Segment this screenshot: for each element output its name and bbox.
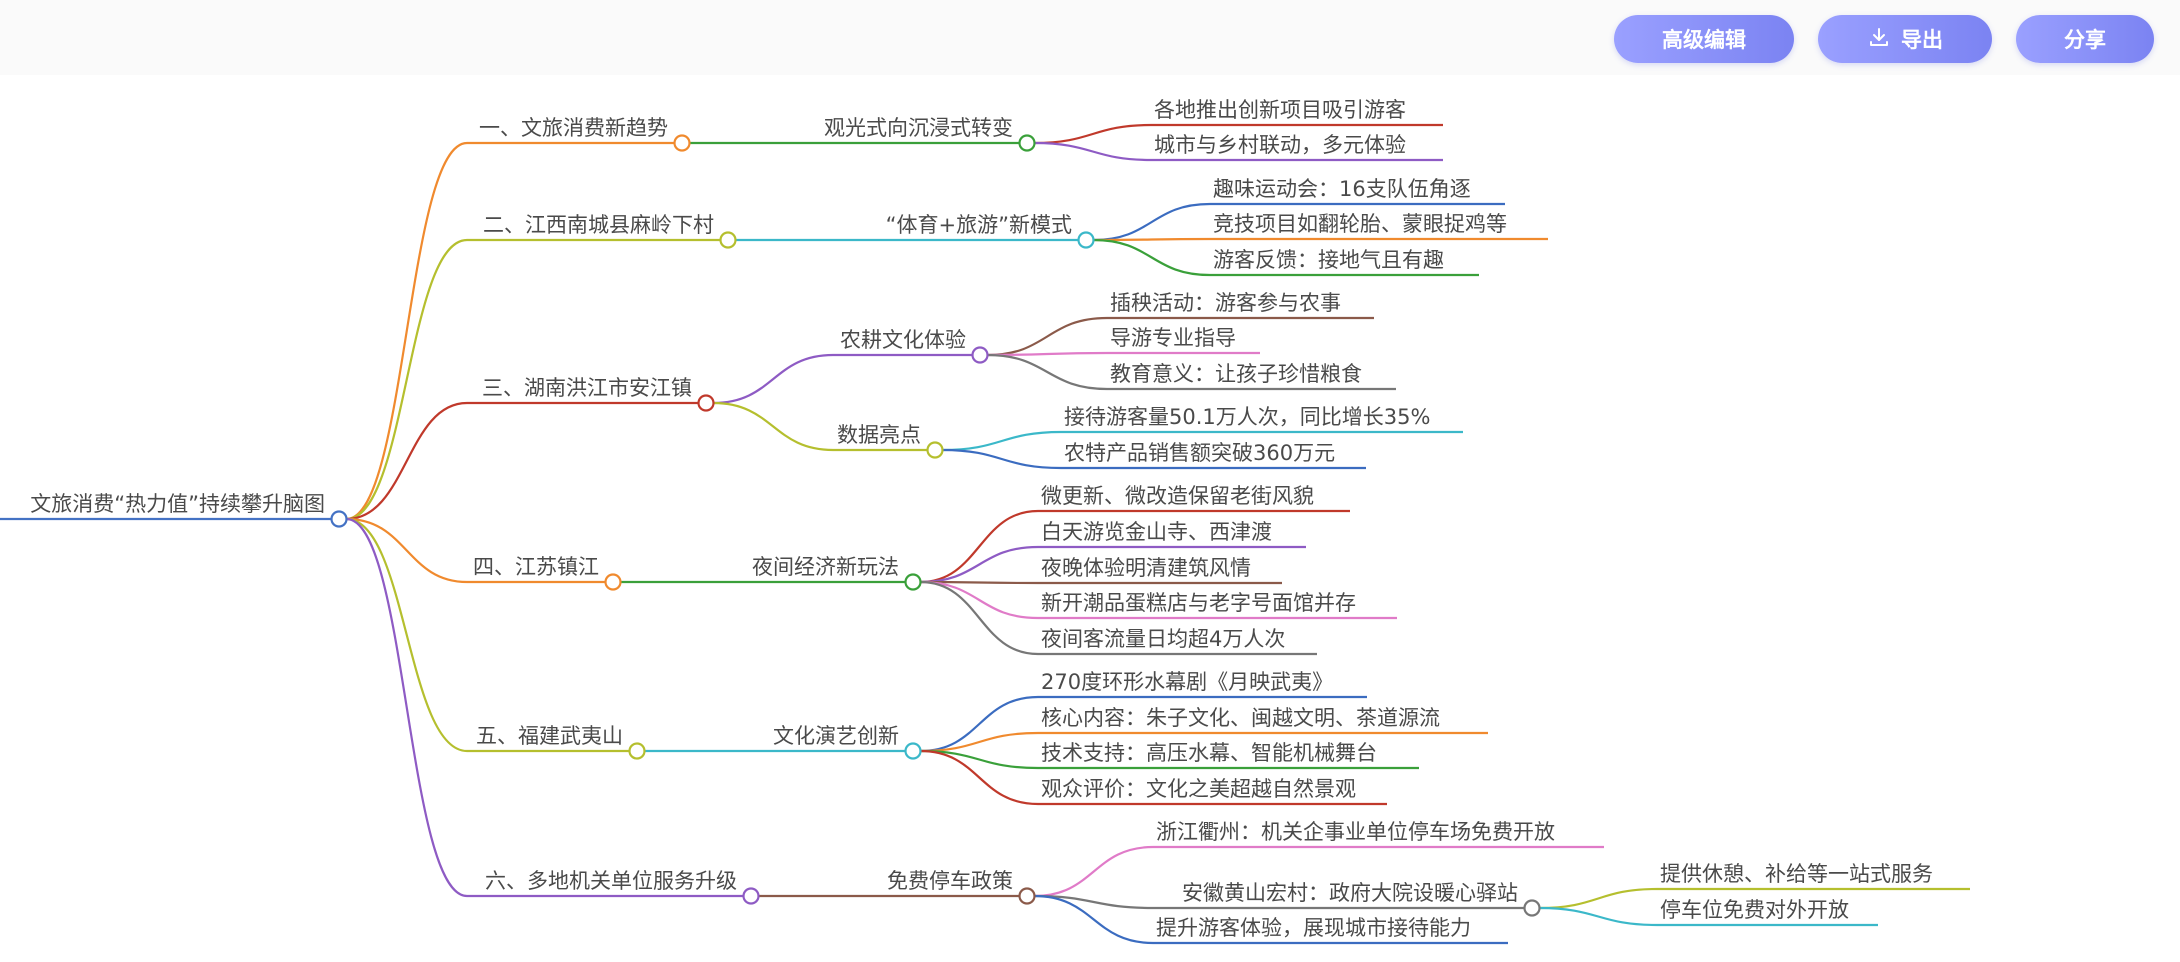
branch-link	[942, 448, 1062, 470]
branch-node-handle[interactable]	[673, 134, 691, 152]
branch-link	[346, 238, 468, 521]
export-button[interactable]: 导出	[1818, 15, 1992, 63]
leaf-node-label: 游客反馈：接地气且有趣	[1213, 248, 1444, 272]
branch-link	[920, 545, 1039, 584]
branch-link	[1034, 845, 1154, 898]
branch-node-label: 文化演艺创新	[773, 724, 899, 748]
branch-node-label: 一、文旅消费新趋势	[479, 116, 668, 140]
branch-node-label: 三、湖南洪江市安江镇	[482, 376, 692, 400]
branch-link	[1034, 894, 1154, 910]
branch-link	[713, 401, 834, 452]
branch-link	[920, 580, 1039, 656]
branch-link	[1539, 887, 1658, 910]
download-icon	[1867, 25, 1891, 54]
branch-node-label: 二、江西南城县麻岭下村	[483, 213, 714, 237]
branch-link	[1034, 123, 1152, 145]
toolbar	[0, 0, 2180, 75]
branch-link	[987, 353, 1108, 391]
branch-link	[987, 351, 1108, 357]
branch-node-label: 安徽黄山宏村：政府大院设暖心驿站	[1182, 881, 1518, 905]
leaf-node-label: 导游专业指导	[1110, 326, 1236, 350]
branch-node-label: 观光式向沉浸式转变	[824, 116, 1013, 140]
branch-node-handle[interactable]	[1077, 231, 1095, 249]
branch-link	[1034, 141, 1152, 162]
leaf-node-label: 微更新、微改造保留老街风貌	[1041, 484, 1314, 508]
leaf-node-label: 趣味运动会：16支队伍角逐	[1213, 177, 1471, 201]
branch-node-handle[interactable]	[604, 573, 622, 591]
branch-node-handle[interactable]	[628, 742, 646, 760]
leaf-node-label: 夜晚体验明清建筑风情	[1041, 556, 1251, 580]
branch-node-handle[interactable]	[971, 346, 989, 364]
leaf-node-label: 新开潮品蛋糕店与老字号面馆并存	[1041, 591, 1356, 615]
branch-link	[920, 749, 1039, 770]
export-label: 导出	[1901, 28, 1943, 52]
mindmap-nodes: 文旅消费“热力值”持续攀升脑图 一、文旅消费新趋势 观光式向沉浸式转变 各地推出创新项…	[30, 98, 1933, 940]
share-button[interactable]: 分享	[2016, 15, 2154, 63]
leaf-node-label: 技术支持：高压水幕、智能机械舞台	[1041, 741, 1377, 765]
branch-node-label: 夜间经济新玩法	[752, 555, 899, 579]
leaf-node-label: 夜间客流量日均超4万人次	[1041, 627, 1285, 651]
leaf-node-label: 教育意义：让孩子珍惜粮食	[1110, 362, 1362, 386]
branch-node-label: 四、江苏镇江	[473, 555, 599, 579]
branch-link	[1539, 906, 1658, 927]
branch-node-label: 数据亮点	[837, 423, 921, 447]
branch-node-label: 五、福建武夷山	[476, 724, 623, 748]
leaf-node-label: 插秧活动：游客参与农事	[1110, 291, 1341, 315]
branch-link	[920, 731, 1039, 753]
share-label: 分享	[2064, 28, 2106, 52]
branch-link	[1093, 237, 1211, 242]
mindmap-links	[0, 123, 1970, 945]
advanced-edit-label: 高级编辑	[1662, 28, 1746, 52]
leaf-node-label: 城市与乡村联动，多元体验	[1154, 133, 1406, 157]
branch-node-handle[interactable]	[1018, 134, 1036, 152]
branch-link	[1034, 894, 1154, 945]
branch-node-handle[interactable]	[1523, 899, 1541, 917]
branch-node-handle[interactable]	[926, 441, 944, 459]
branch-link	[346, 401, 468, 521]
leaf-node-label: 停车位免费对外开放	[1660, 898, 1849, 922]
branch-node-handle[interactable]	[719, 231, 737, 249]
advanced-edit-button[interactable]: 高级编辑	[1614, 15, 1794, 63]
branch-node-label: 免费停车政策	[887, 869, 1013, 893]
branch-link	[713, 353, 834, 405]
root-node-label: 文旅消费“热力值”持续攀升脑图	[30, 492, 325, 516]
branch-node-handle[interactable]	[697, 394, 715, 412]
leaf-node-label: 浙江衢州：机关企事业单位停车场免费开放	[1156, 820, 1555, 844]
branch-link	[920, 580, 1039, 620]
leaf-node-label: 核心内容：朱子文化、闽越文明、茶道源流	[1041, 706, 1440, 730]
leaf-node-label: 提升游客体验，展现城市接待能力	[1156, 916, 1471, 940]
branch-node-handle[interactable]	[904, 573, 922, 591]
leaf-node-label: 各地推出创新项目吸引游客	[1154, 98, 1406, 122]
branch-link	[1093, 202, 1211, 242]
branch-link	[346, 517, 468, 584]
leaf-node-label: 270度环形水幕剧《月映武夷》	[1041, 670, 1333, 694]
leaf-node-label: 提供休憩、补给等一站式服务	[1660, 862, 1933, 886]
leaf-node-label: 接待游客量50.1万人次，同比增长35%	[1064, 405, 1430, 429]
branch-link	[920, 695, 1039, 753]
branch-node-label: “体育+旅游”新模式	[886, 213, 1072, 237]
branch-link	[346, 517, 468, 753]
branch-link	[942, 430, 1062, 452]
leaf-node-label: 白天游览金山寺、西津渡	[1041, 520, 1272, 544]
leaf-node-label: 竞技项目如翻轮胎、蒙眼捉鸡等	[1213, 212, 1507, 236]
root-node-handle[interactable]	[330, 510, 348, 528]
branch-node-handle[interactable]	[742, 887, 760, 905]
branch-node-handle[interactable]	[904, 742, 922, 760]
branch-node-handle[interactable]	[1018, 887, 1036, 905]
branch-link	[1093, 238, 1211, 277]
branch-link	[987, 316, 1108, 357]
branch-link	[346, 141, 468, 521]
leaf-node-label: 观众评价：文化之美超越自然景观	[1041, 777, 1356, 801]
branch-link	[346, 517, 468, 898]
branch-node-label: 农耕文化体验	[840, 328, 966, 352]
branch-node-label: 六、多地机关单位服务升级	[485, 869, 737, 893]
leaf-node-label: 农特产品销售额突破360万元	[1064, 441, 1335, 465]
branch-link	[920, 749, 1039, 806]
branch-link	[920, 509, 1039, 584]
